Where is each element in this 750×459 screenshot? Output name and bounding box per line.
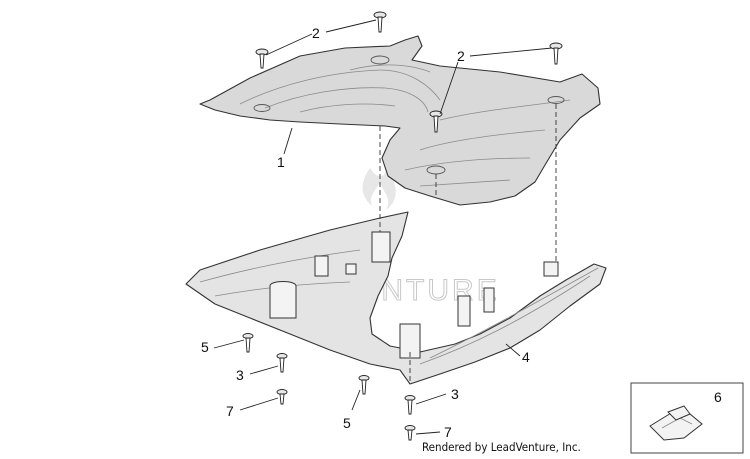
screw-2-d [429,110,443,133]
leader-lines [213,19,709,435]
callout-2: 2 [457,48,465,64]
screw-5-a [242,333,254,353]
inset-box: 6 [630,382,744,454]
screw-2-b [373,11,387,33]
callout-1: 1 [277,154,285,170]
screw-7-a [276,389,288,405]
callout-6: 6 [714,389,722,405]
screw-2-a [255,48,269,69]
clip-part [649,405,703,441]
lower-cover-part [185,211,607,385]
screw-3-a [276,353,288,373]
screw-2-c [549,42,563,65]
callout-5: 5 [201,339,209,355]
watermark-flame-icon [362,168,396,210]
credit-text: Rendered by LeadVenture, Inc. [422,440,581,454]
callout-7: 7 [226,403,234,419]
callout-4: 4 [522,349,530,365]
callout-5: 5 [343,415,351,431]
callout-3: 3 [451,386,459,402]
floor-mat-part [199,35,601,206]
screw-7-b [404,425,416,441]
screw-5-b [358,375,370,395]
callout-3: 3 [236,367,244,383]
callout-7: 7 [444,424,452,440]
screw-3-b [404,395,416,415]
callout-2: 2 [312,25,320,41]
